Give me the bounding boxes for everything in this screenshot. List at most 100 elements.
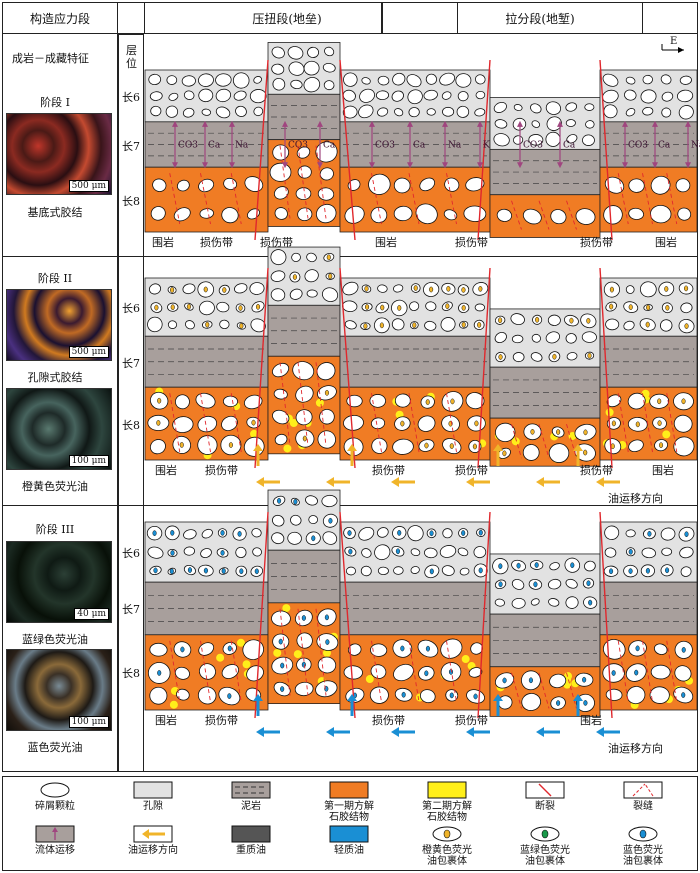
layer-6-grain: [250, 318, 266, 333]
fracture-line: [566, 672, 577, 709]
layer-6-grain: [582, 134, 595, 146]
layer-6-grain: [168, 92, 179, 101]
layer-6-grain: [307, 46, 320, 58]
layer-6-grain: [547, 578, 562, 590]
layer-6-grain: [149, 91, 163, 101]
layer-8-grain: [274, 433, 288, 446]
layer-8-grain: [198, 642, 215, 656]
layer-6-grain: [474, 303, 486, 312]
second-calcite-patch: [169, 700, 178, 709]
layer-6-grain: [642, 74, 653, 85]
layer-6-grain: [565, 578, 578, 589]
ion-label: CO3: [178, 141, 198, 151]
layer-6-grain: [219, 319, 230, 330]
layer-6-oil-inclusion: [292, 274, 297, 280]
layer-6-grain: [493, 133, 510, 147]
layer-7-mudstone: [144, 335, 269, 388]
layer-8-grain: [150, 206, 166, 221]
layer-6-grain: [513, 104, 523, 112]
ion-label: Ca: [208, 141, 221, 151]
layer-8-grain: [246, 665, 264, 682]
layer-6-oil-inclusion: [364, 285, 369, 292]
layer-6-grain: [441, 565, 455, 576]
layer-8-grain: [315, 203, 337, 224]
oil-vertical-arrowhead: [253, 444, 263, 451]
layer-6-grain: [410, 548, 421, 557]
stage-1-name: 阶段 I: [40, 96, 70, 109]
layer-6-oil-inclusion: [646, 304, 651, 311]
fracture-line: [666, 173, 678, 225]
layer-8-grain: [650, 175, 671, 195]
stage-2-zone-label: 损伤带: [455, 464, 488, 477]
layer-6-grain: [147, 316, 163, 333]
layer-6-oil-inclusion: [311, 535, 316, 542]
layer-6-grain: [605, 318, 620, 331]
layer-6-grain: [270, 249, 287, 266]
header-divider-2: [382, 2, 458, 34]
legend-blue-inclusion-label: 蓝色荧光 油包裹体: [623, 845, 663, 867]
layer-6-grain: [511, 597, 526, 609]
layer-6-grain: [358, 526, 375, 541]
layer-8-block: [339, 386, 491, 461]
stage-2-zone-label: 围岩: [652, 464, 674, 477]
layer-6-grain: [426, 108, 436, 116]
layer-8-oil-inclusion: [582, 676, 587, 683]
layer-8-grain: [575, 208, 596, 225]
layer-6-oil-inclusion: [413, 285, 418, 291]
layer-6-grain: [252, 547, 262, 557]
second-calcite-patch: [273, 648, 282, 657]
layer-6-grain: [528, 134, 544, 146]
layer-6-grain: [201, 108, 212, 116]
layer-6-grain: [677, 89, 694, 103]
fracture-line: [297, 362, 309, 446]
layer-6-oil-inclusion: [645, 567, 650, 574]
layer-6-grain: [393, 566, 404, 575]
fracture-line: [566, 424, 577, 459]
layer-6-oil-inclusion: [478, 567, 483, 574]
layer-6-grain: [288, 61, 305, 76]
layer-6-grain: [510, 313, 525, 325]
layer-6-grain: [321, 494, 338, 508]
layer-6-grain: [289, 288, 303, 300]
layer-6-oil-inclusion: [170, 304, 175, 311]
layer-6-grain: [234, 283, 248, 294]
legend-heavy-oil-icon: [231, 825, 271, 843]
fracture-line: [169, 173, 181, 225]
layer-6-grain: [531, 120, 541, 128]
ion-label: CO3: [628, 141, 648, 151]
layer-6-grain: [457, 91, 469, 102]
layer-6-grain: [377, 566, 389, 576]
layer-6-grain: [233, 90, 247, 101]
layer-6-grain: [361, 548, 372, 558]
layer-6-grain: [166, 75, 178, 85]
layer-6-oil-inclusion: [203, 286, 208, 293]
layer-8-grain: [175, 394, 190, 410]
layer-8-grain: [419, 689, 436, 704]
header-divider-1: [144, 2, 382, 34]
layer-6-grain: [342, 281, 359, 296]
layer-6-grain: [530, 598, 540, 606]
layer-6-oil-inclusion: [569, 317, 574, 324]
header-compress-title: 压扭段(地垒): [252, 12, 322, 26]
layer-8-oil-inclusion: [658, 442, 664, 449]
layer-6-grain: [287, 46, 304, 60]
layer-8-grain: [393, 663, 414, 682]
second-calcite-patch: [365, 675, 374, 684]
layer-6-oil-inclusion: [534, 562, 539, 568]
layer-8-grain: [419, 177, 436, 192]
layer-6-grain: [377, 527, 389, 538]
layer-8-grain: [677, 207, 692, 221]
layer-8-oil-inclusion: [228, 442, 233, 448]
fracture-line: [371, 393, 382, 453]
fracture-line: [315, 362, 327, 446]
layer-6-grain: [493, 101, 507, 113]
layer-8-grain: [317, 430, 336, 449]
layer-8-oil-inclusion: [528, 677, 533, 684]
header-divider-3: [642, 2, 698, 34]
layer-6-grain: [679, 75, 692, 85]
layer-8-oil-inclusion: [634, 669, 639, 676]
layer-6-oil-inclusion: [586, 317, 591, 324]
layer-6-oil-inclusion: [348, 548, 353, 555]
layer-8-grain: [176, 688, 190, 701]
layer-6-grain: [185, 320, 195, 330]
